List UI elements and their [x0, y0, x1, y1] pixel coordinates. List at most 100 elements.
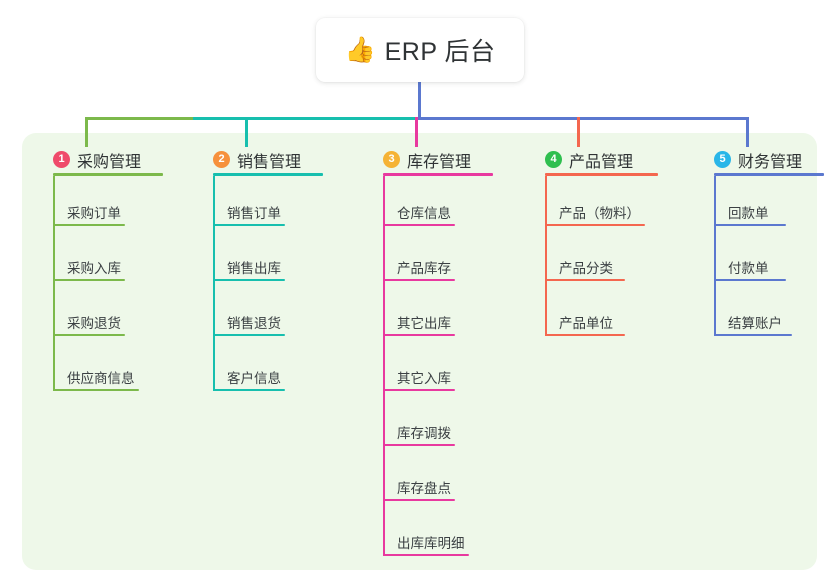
column-items: 回款单付款单结算账户 [694, 176, 802, 341]
connector-lines [85, 82, 749, 147]
leaf-node-rule [714, 224, 786, 226]
column-badge-icon: 5 [714, 151, 731, 168]
leaf-node-label: 供应商信息 [67, 371, 135, 386]
leaf-node[interactable]: 出库库明细 [363, 506, 471, 561]
leaf-node[interactable]: 产品库存 [363, 231, 471, 286]
leaf-node[interactable]: 销售订单 [193, 176, 301, 231]
leaf-node-rule [383, 554, 469, 556]
connector-drop-col3 [415, 117, 418, 147]
leaf-node[interactable]: 回款单 [694, 176, 802, 231]
leaf-node-rule [213, 224, 285, 226]
leaf-node-label: 其它入库 [397, 371, 451, 386]
leaf-node[interactable]: 其它入库 [363, 341, 471, 396]
leaf-node-rule [383, 499, 455, 501]
connector-root-stem [418, 82, 421, 117]
leaf-node[interactable]: 销售出库 [193, 231, 301, 286]
column-spine [383, 176, 385, 556]
leaf-node-rule [213, 279, 285, 281]
column-1: 1 采购管理采购订单采购入库采购退货供应商信息 [33, 143, 163, 396]
root-node[interactable]: 👍 ERP 后台 [316, 18, 524, 82]
column-2: 2 销售管理销售订单销售出库销售退货客户信息 [193, 143, 323, 396]
leaf-node-label: 采购订单 [67, 206, 121, 221]
leaf-node[interactable]: 库存调拨 [363, 396, 471, 451]
leaf-node[interactable]: 销售退货 [193, 286, 301, 341]
leaf-node[interactable]: 库存盘点 [363, 451, 471, 506]
root-node-label: ERP 后台 [384, 38, 496, 66]
leaf-node-rule [714, 334, 792, 336]
leaf-node-rule [545, 279, 625, 281]
leaf-node[interactable]: 结算账户 [694, 286, 802, 341]
connector-bus-blue [418, 117, 749, 120]
leaf-node-label: 销售出库 [227, 261, 281, 276]
column-spine [213, 176, 215, 391]
leaf-node[interactable]: 产品（物料） [525, 176, 645, 231]
column-header-rule [383, 173, 493, 176]
column-spine [53, 176, 55, 391]
column-items: 销售订单销售出库销售退货客户信息 [193, 176, 301, 396]
leaf-node-label: 仓库信息 [397, 206, 451, 221]
leaf-node-label: 销售退货 [227, 316, 281, 331]
leaf-node-rule [53, 279, 125, 281]
leaf-node-rule [53, 389, 139, 391]
connector-drop-col1 [85, 117, 88, 147]
connector-bus-teal [193, 117, 420, 120]
column-items: 产品（物料） 产品分类产品单位 [525, 176, 645, 341]
leaf-node-label: 产品（物料） [559, 206, 640, 221]
leaf-node-label: 回款单 [728, 206, 769, 221]
leaf-node-label: 产品分类 [559, 261, 613, 276]
leaf-node-rule [545, 334, 625, 336]
connector-bus-green [85, 117, 195, 120]
leaf-node-rule [383, 444, 455, 446]
column-4: 4 产品管理产品（物料） 产品分类产品单位 [525, 143, 658, 341]
leaf-node-rule [213, 389, 285, 391]
column-title: 财务管理 [738, 153, 803, 171]
column-badge-icon: 1 [53, 151, 70, 168]
column-spine [545, 176, 547, 336]
leaf-node-label: 客户信息 [227, 371, 281, 386]
leaf-node-rule [383, 334, 455, 336]
leaf-node[interactable]: 付款单 [694, 231, 802, 286]
leaf-node-label: 付款单 [728, 261, 769, 276]
leaf-node-rule [545, 224, 645, 226]
leaf-node[interactable]: 仓库信息 [363, 176, 471, 231]
leaf-node-label: 产品单位 [559, 316, 613, 331]
column-title: 采购管理 [77, 153, 142, 171]
column-header-1[interactable]: 1 采购管理 [33, 143, 163, 176]
column-badge-icon: 4 [545, 151, 562, 168]
leaf-node-label: 产品库存 [397, 261, 451, 276]
column-header-rule [213, 173, 323, 176]
column-title: 销售管理 [237, 153, 302, 171]
leaf-node[interactable]: 其它出库 [363, 286, 471, 341]
leaf-node[interactable]: 采购退货 [33, 286, 141, 341]
leaf-node-label: 出库库明细 [397, 536, 465, 551]
column-header-rule [53, 173, 163, 176]
column-header-rule [545, 173, 658, 176]
column-title: 产品管理 [569, 153, 634, 171]
leaf-node-rule [213, 334, 285, 336]
column-header-rule [714, 173, 824, 176]
leaf-node[interactable]: 产品单位 [525, 286, 633, 341]
leaf-node-rule [383, 224, 455, 226]
leaf-node-label: 销售订单 [227, 206, 281, 221]
leaf-node[interactable]: 采购入库 [33, 231, 141, 286]
leaf-node[interactable]: 产品分类 [525, 231, 633, 286]
leaf-node[interactable]: 采购订单 [33, 176, 141, 231]
thumbs-up-icon: 👍 [344, 35, 376, 64]
leaf-node-label: 库存盘点 [397, 481, 451, 496]
column-badge-icon: 2 [213, 151, 230, 168]
leaf-node[interactable]: 客户信息 [193, 341, 301, 396]
leaf-node-label: 采购入库 [67, 261, 121, 276]
column-header-2[interactable]: 2 销售管理 [193, 143, 323, 176]
leaf-node-rule [383, 279, 455, 281]
column-header-5[interactable]: 5 财务管理 [694, 143, 824, 176]
leaf-node-rule [714, 279, 786, 281]
column-header-4[interactable]: 4 产品管理 [525, 143, 658, 176]
leaf-node-label: 库存调拨 [397, 426, 451, 441]
connector-drop-col2 [245, 117, 248, 147]
leaf-node[interactable]: 供应商信息 [33, 341, 141, 396]
diagram-panel [22, 133, 817, 570]
column-badge-icon: 3 [383, 151, 400, 168]
